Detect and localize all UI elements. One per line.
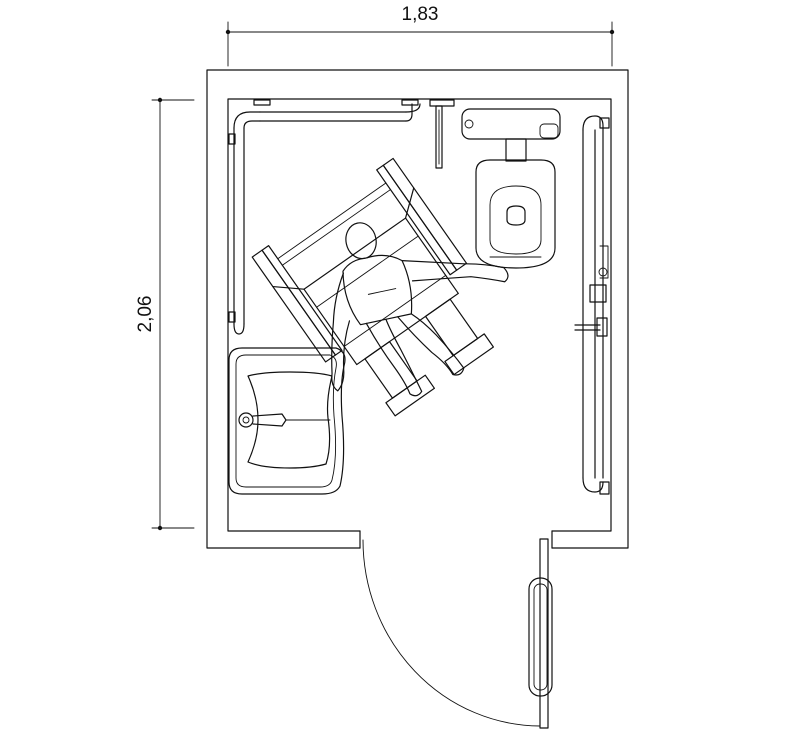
person-left-arm: [331, 272, 351, 392]
sink: [228, 347, 346, 495]
right-wall-grab-bar: [574, 115, 610, 495]
wheelchair-footrest-right: [444, 333, 494, 376]
wall-tap-fixture: [429, 99, 455, 169]
person-right-arm: [401, 260, 509, 283]
walls: [206, 69, 629, 549]
person-left-leg: [365, 318, 423, 397]
inner-wall: [227, 98, 612, 532]
door: [362, 538, 553, 729]
outer-wall: [206, 69, 629, 549]
wheelchair-left-wheel: [251, 249, 337, 363]
depth-dimension-label: 2,06: [135, 296, 156, 333]
person-right-leg: [397, 313, 465, 376]
wheelchair-footrest-left: [385, 374, 436, 417]
width-dimension: 1,83: [225, 4, 615, 67]
toilet: [461, 108, 561, 269]
wheelchair-seat: [303, 217, 459, 366]
person: [331, 222, 509, 397]
door-leaf: [539, 538, 549, 729]
wheelchair-right-wheel: [382, 157, 468, 271]
wheelchair-user: [251, 157, 509, 417]
width-dimension-label: 1,83: [402, 4, 439, 25]
sink-basin: [247, 371, 333, 469]
sink-outer: [228, 347, 346, 495]
person-torso: [342, 254, 413, 326]
door-grab-bar-outer: [528, 577, 553, 697]
top-wall-grab-bar: [253, 99, 421, 122]
left-wall-grab-bar: [228, 111, 261, 335]
door-grab-bar-inner: [533, 583, 548, 691]
depth-dimension: 2,06: [135, 97, 195, 531]
toilet-bowl: [475, 159, 556, 269]
door-swing-arc: [362, 539, 541, 727]
